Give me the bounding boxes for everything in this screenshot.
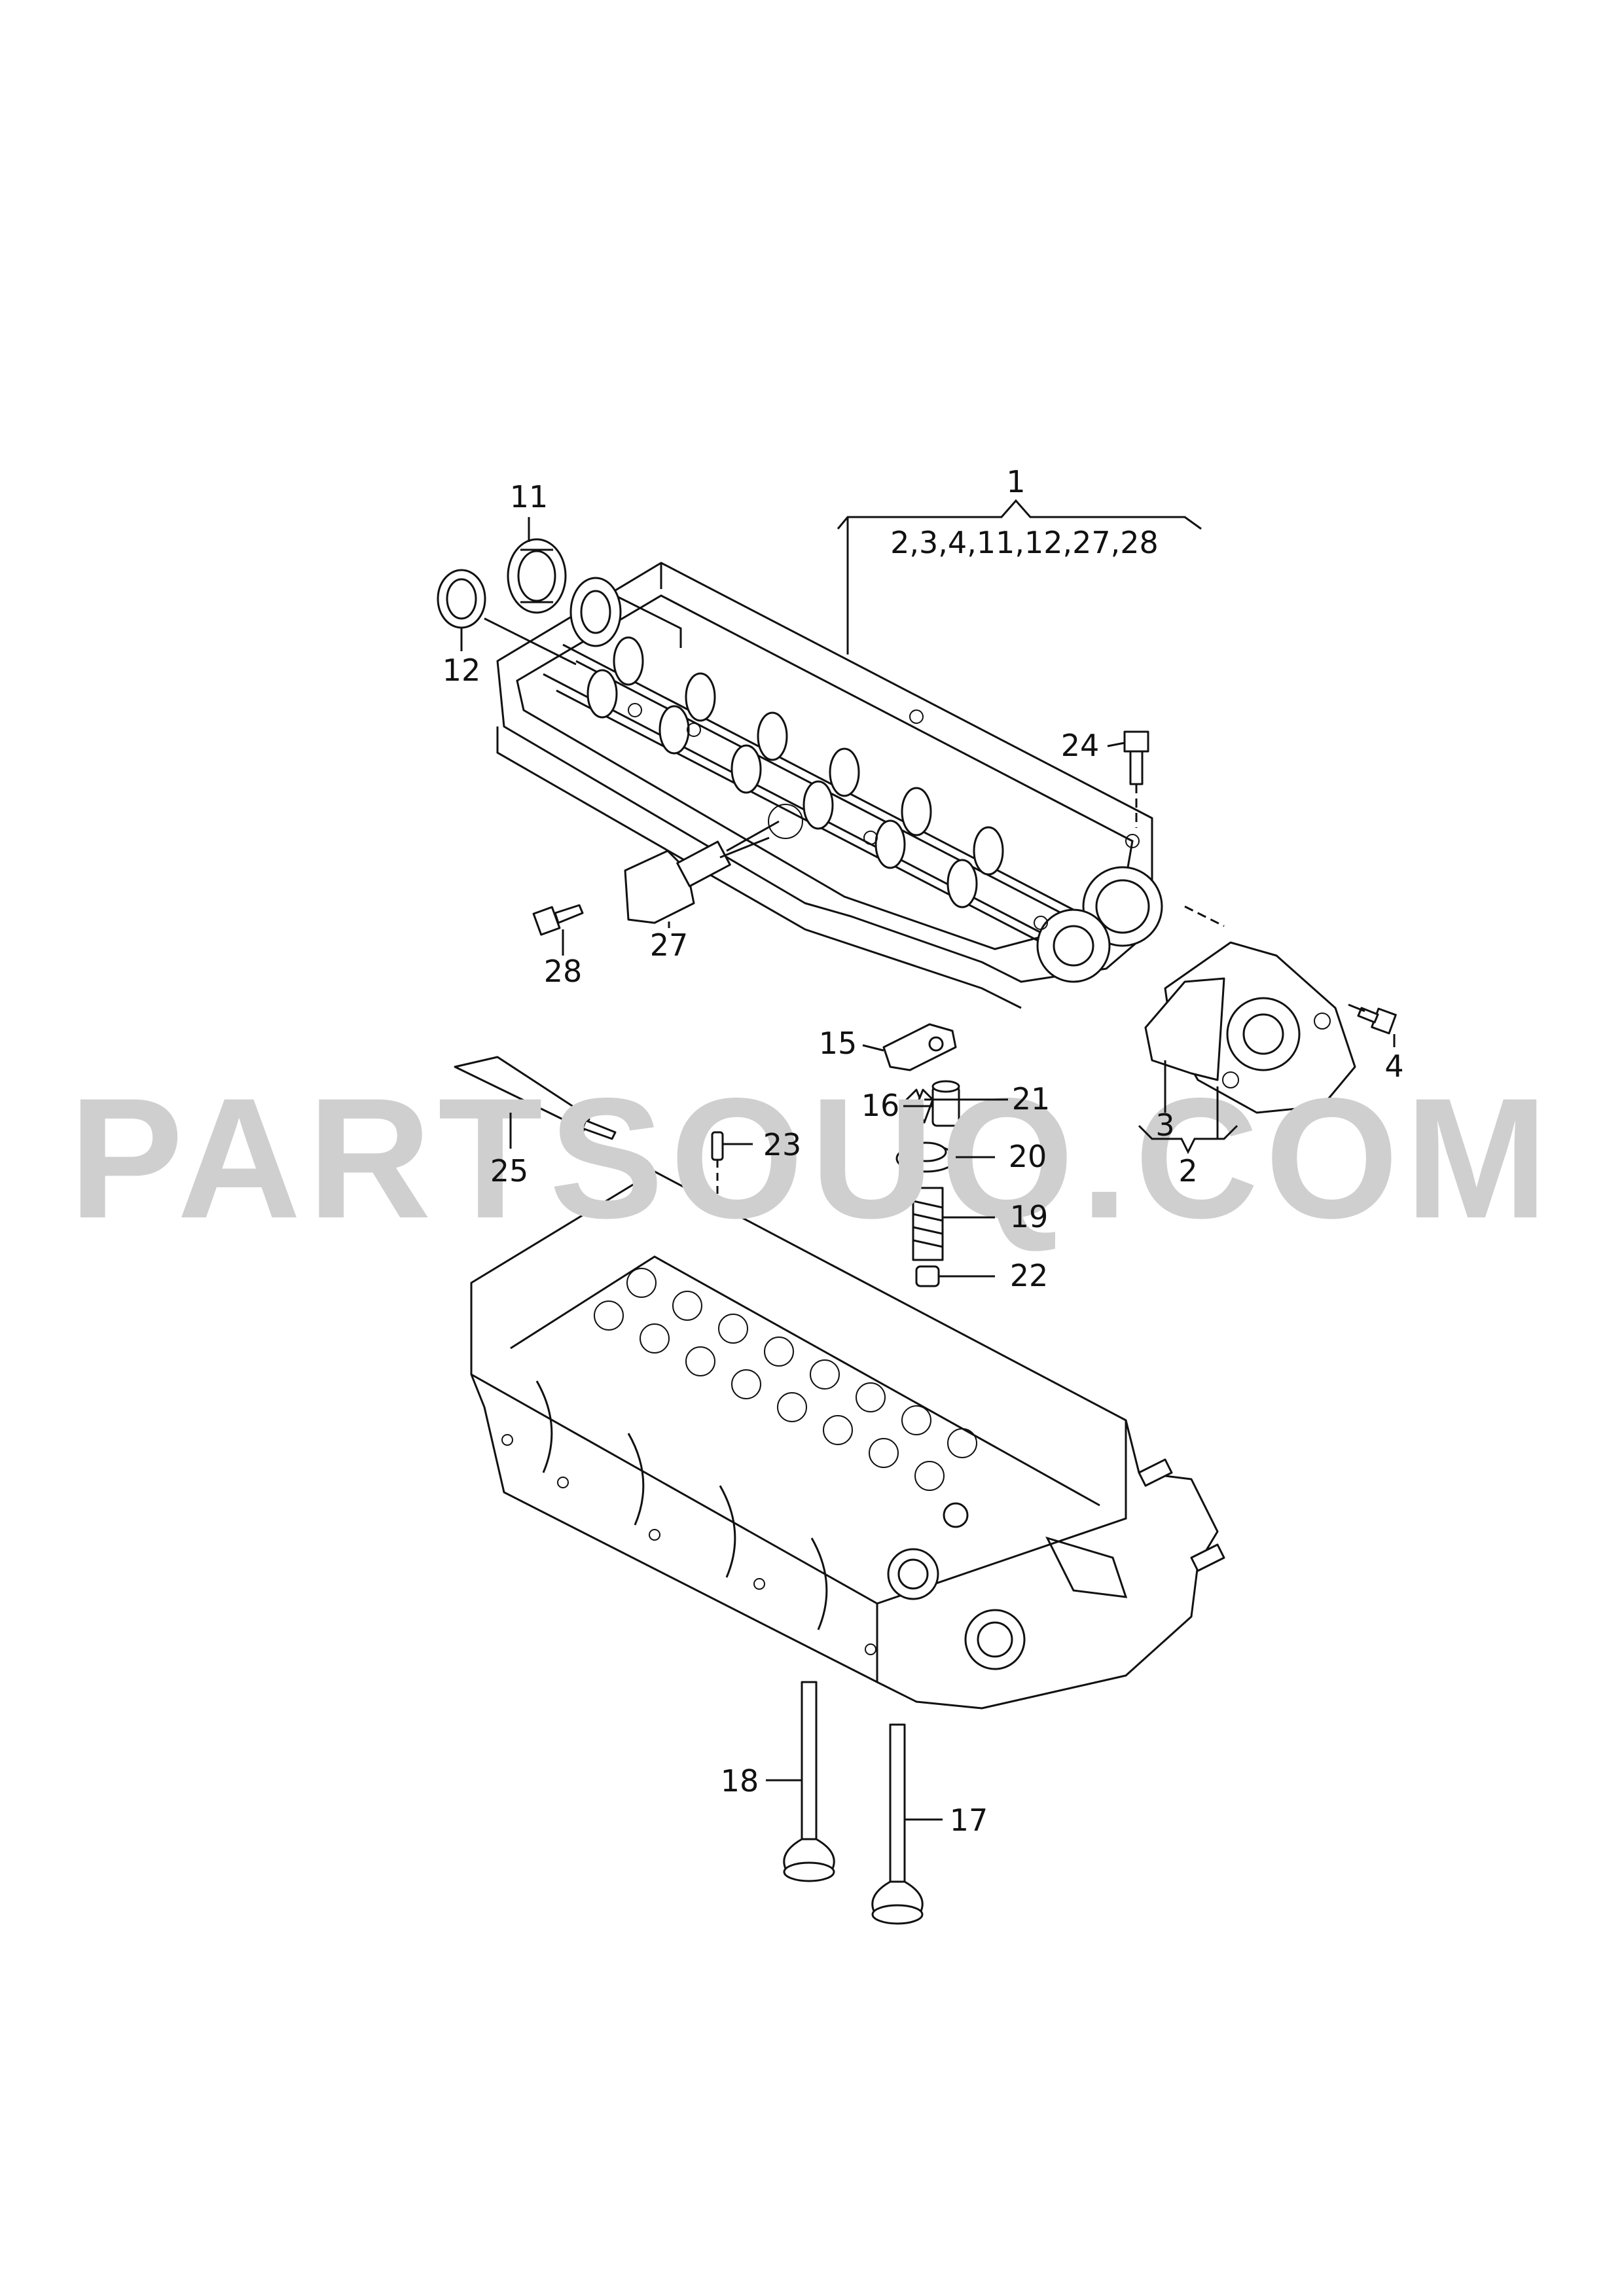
sealant-tube-25 [454, 1056, 617, 1140]
callout-25: 25 [490, 1153, 529, 1189]
seal-ring-12 [437, 569, 486, 629]
watermark-text: PARTSOUQ.COM [69, 1062, 1554, 1254]
hydraulic-lifter-16 [931, 1080, 960, 1127]
exhaust-valve-18 [783, 1681, 835, 1882]
callout-labels: 1 2,3,4,11,12,27,28 11 12 24 27 28 15 16… [442, 464, 1404, 1838]
callout-4: 4 [1384, 1049, 1403, 1084]
sensor-27 [624, 836, 770, 924]
callout-11: 11 [510, 479, 549, 514]
seal-axis-line [484, 617, 577, 666]
callout-28: 28 [544, 954, 583, 989]
callout-1: 1 [1006, 464, 1025, 499]
callout-12: 12 [442, 653, 481, 688]
roller-rocker-15 [882, 1023, 957, 1071]
callout-3: 3 [1155, 1107, 1174, 1143]
callout-24: 24 [1061, 728, 1100, 763]
callout-15: 15 [819, 1026, 857, 1061]
callout-16: 16 [861, 1088, 900, 1123]
bolt-4-axis-line [1348, 1003, 1365, 1013]
leader-lines [460, 499, 1396, 1821]
bolt-24 [1123, 730, 1149, 785]
callout-1-includes: 2,3,4,11,12,27,28 [890, 525, 1159, 560]
camshafts [543, 636, 1087, 954]
callout-27: 27 [650, 927, 689, 963]
sensor-to-housing-line [726, 820, 780, 852]
callout-18: 18 [721, 1763, 759, 1799]
camshaft-housing [496, 562, 1163, 1009]
callout-20: 20 [1009, 1139, 1047, 1174]
callout-19: 19 [1010, 1199, 1049, 1234]
gasket-3 [1144, 977, 1225, 1081]
intake-valve-17 [871, 1723, 924, 1925]
cover-axis-line [1184, 905, 1225, 927]
valve-stem-seal-22 [915, 1265, 940, 1287]
callout-23: 23 [763, 1127, 802, 1162]
seal-ring-11 [507, 538, 567, 614]
valve-spring-19 [912, 1187, 944, 1261]
spring-retainer-20 [895, 1141, 957, 1173]
callout-22: 22 [1010, 1258, 1049, 1293]
callout-21: 21 [1012, 1081, 1051, 1117]
callout-2: 2 [1178, 1153, 1197, 1189]
cylinder-head [470, 1170, 1225, 1710]
cam-sprockets [1036, 866, 1163, 983]
bolt-28 [532, 904, 584, 936]
callout-17: 17 [950, 1803, 988, 1838]
